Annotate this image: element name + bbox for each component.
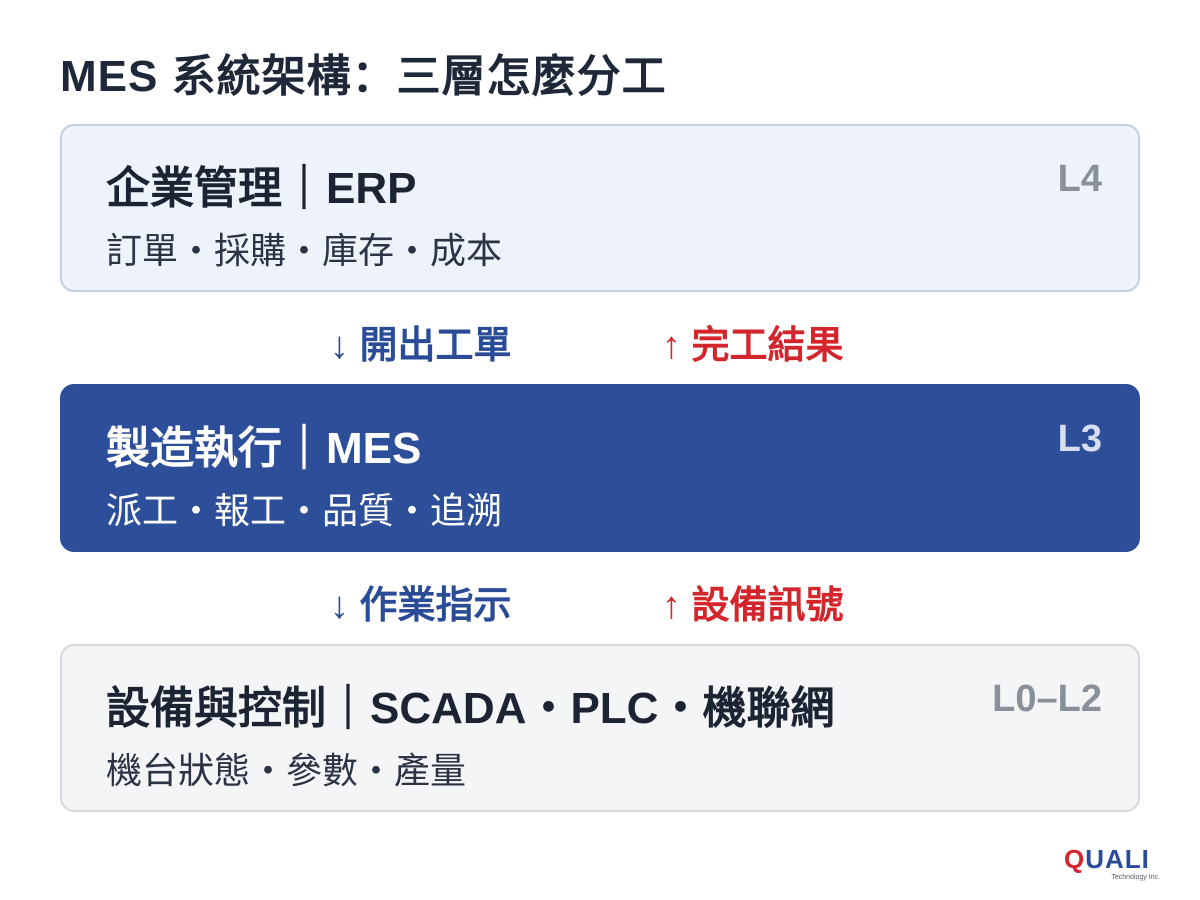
- flow-down-work-order: ↓ 開出工單: [330, 325, 512, 367]
- logo-wordmark: QUALI: [1064, 846, 1160, 872]
- flow-up-equipment-signal: ↑ 設備訊號: [662, 585, 844, 627]
- layer-erp: 企業管理｜ERP 訂單・採購・庫存・成本 L4: [60, 124, 1140, 292]
- layer-control: 設備與控制｜SCADA・PLC・機聯網 機台狀態・參數・產量 L0–L2: [60, 644, 1140, 812]
- logo-letters: UALI: [1085, 844, 1150, 874]
- flow-up-completion: ↑ 完工結果: [662, 325, 844, 367]
- layer-mes-description: 派工・報工・品質・追溯: [106, 490, 503, 531]
- layer-mes: 製造執行｜MES 派工・報工・品質・追溯 L3: [60, 384, 1140, 552]
- layer-control-level: L0–L2: [992, 678, 1102, 720]
- layer-mes-level: L3: [1057, 418, 1102, 460]
- layer-control-description: 機台狀態・參數・產量: [106, 750, 467, 791]
- layer-erp-level: L4: [1057, 158, 1102, 200]
- logo-letter-q: Q: [1064, 844, 1086, 874]
- flow-down-instructions: ↓ 作業指示: [330, 585, 512, 627]
- layer-erp-description: 訂單・採購・庫存・成本: [106, 230, 503, 271]
- layer-mes-heading: 製造執行｜MES: [106, 424, 422, 473]
- layer-control-heading: 設備與控制｜SCADA・PLC・機聯網: [106, 684, 835, 733]
- layer-erp-heading: 企業管理｜ERP: [106, 164, 417, 213]
- page-title: MES 系統架構：三層怎麼分工: [60, 52, 667, 101]
- logo-subtitle: Technology Inc.: [1111, 874, 1160, 881]
- company-logo: QUALI Technology Inc.: [1064, 846, 1160, 886]
